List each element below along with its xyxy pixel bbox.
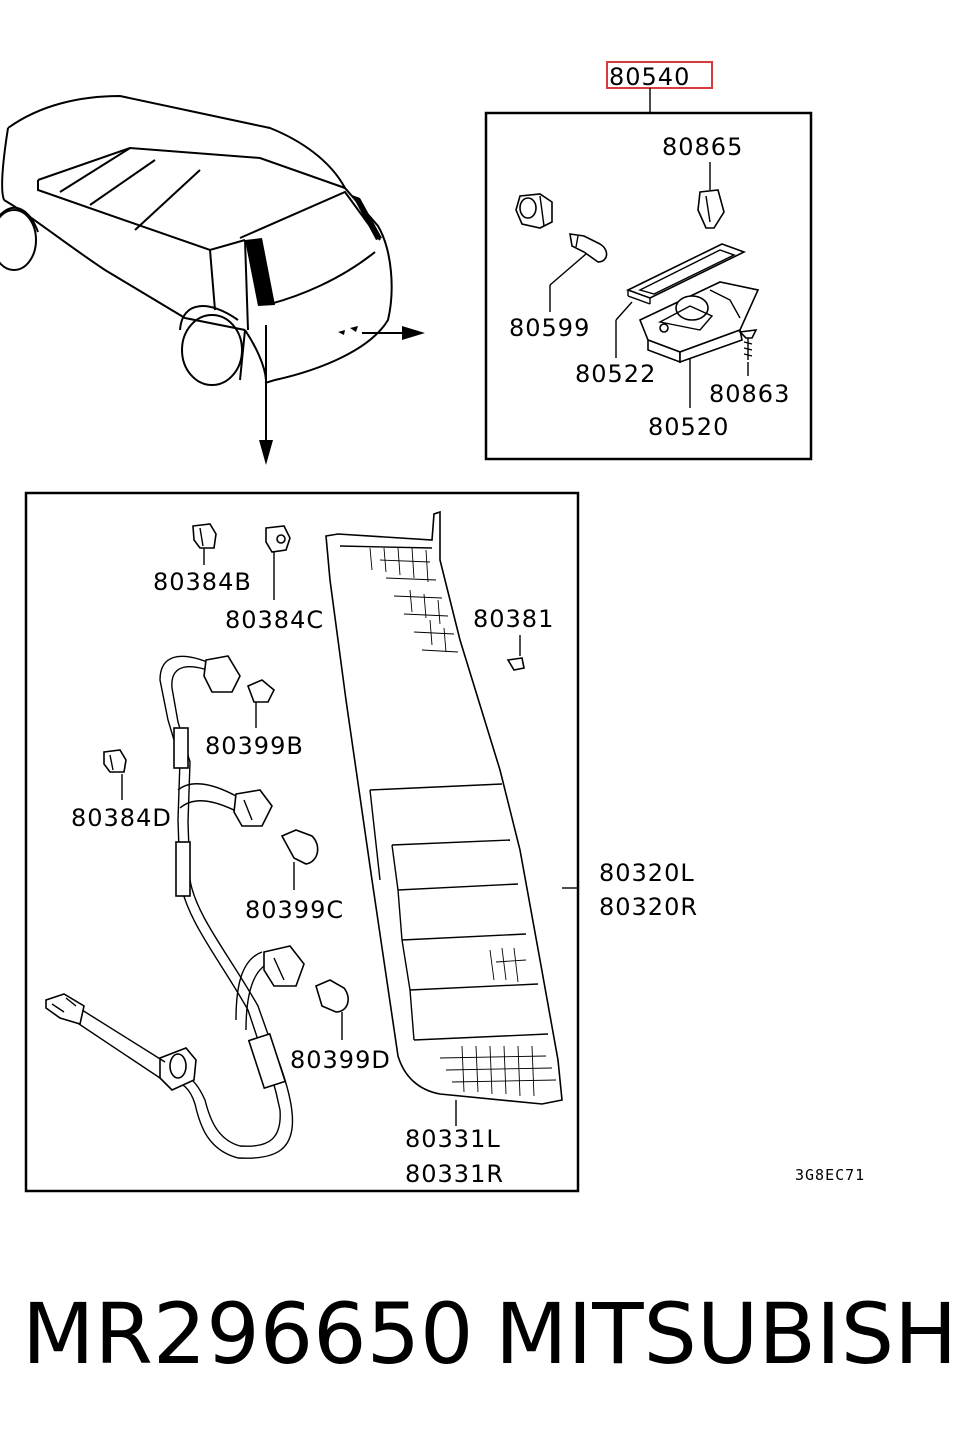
vehicle-illustration: [0, 94, 425, 465]
callout-80522[interactable]: 80522: [575, 360, 656, 388]
callout-80399d[interactable]: 80399D: [290, 1046, 391, 1074]
callout-80331l[interactable]: 80331L: [405, 1125, 501, 1153]
callout-80399c[interactable]: 80399C: [245, 896, 344, 924]
callout-80599[interactable]: 80599: [509, 314, 590, 342]
callout-80520[interactable]: 80520: [648, 413, 729, 441]
callout-80384d[interactable]: 80384D: [71, 804, 172, 832]
callout-80384c[interactable]: 80384C: [225, 606, 324, 634]
callout-80863[interactable]: 80863: [709, 380, 790, 408]
combination-lamp-box: [24, 491, 580, 1193]
callout-80320r[interactable]: 80320R: [599, 893, 698, 921]
license-lamp-assembly-group: 80540 80865 80599 80522: [484, 61, 813, 461]
callout-80331r[interactable]: 80331R: [405, 1160, 504, 1188]
callout-80381[interactable]: 80381: [473, 605, 554, 633]
callout-80320l[interactable]: 80320L: [599, 859, 695, 887]
callout-80384b[interactable]: 80384B: [153, 568, 252, 596]
diagram-code: 3G8EC71: [795, 1166, 865, 1184]
callout-80865[interactable]: 80865: [662, 133, 743, 161]
footer: MR296650 MITSUBISHI: [0, 1285, 960, 1395]
part-number: MR296650: [22, 1285, 474, 1383]
combination-lamp-group: 80384B 80384C 80384D 80381: [24, 491, 698, 1193]
brand-name: MITSUBISHI: [495, 1285, 960, 1383]
assembly-callout[interactable]: 80540: [609, 63, 690, 91]
callout-80399b[interactable]: 80399B: [205, 732, 304, 760]
assembly-highlight[interactable]: [606, 61, 713, 89]
license-lamp-box: [484, 111, 813, 461]
